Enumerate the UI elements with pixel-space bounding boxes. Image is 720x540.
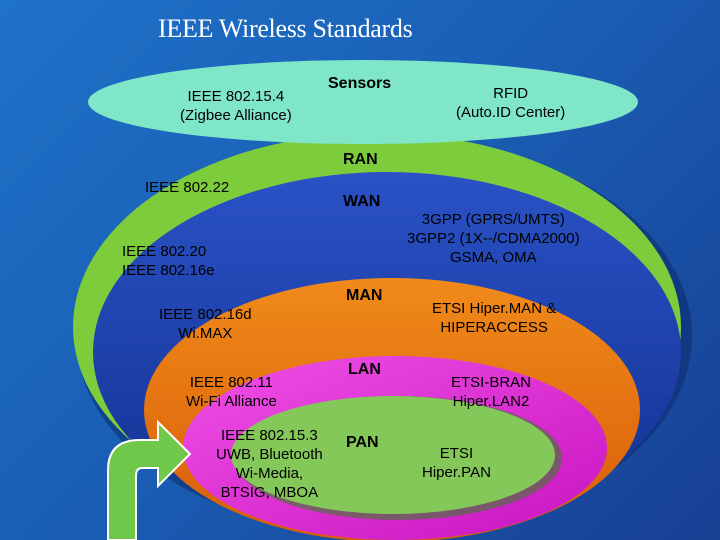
man-right-line: HIPERACCESS xyxy=(440,319,548,336)
lan-left-standards: IEEE 802.11 Wi-Fi Alliance xyxy=(186,373,277,411)
pan-right-line: ETSI xyxy=(439,445,474,462)
man-heading: MAN xyxy=(346,287,383,304)
sensors-ellipse xyxy=(88,60,638,144)
sensors-heading: Sensors xyxy=(328,75,392,92)
curved-arrow-icon xyxy=(107,419,192,540)
pan-ellipse xyxy=(231,396,555,514)
man-left-line: Wi.MAX xyxy=(178,325,233,342)
lan-left-line: Wi-Fi Alliance xyxy=(186,393,277,410)
lan-heading: LAN xyxy=(348,361,381,378)
wan-right-line: 3GPP (GPRS/UMTS) xyxy=(421,211,565,228)
wan-left-line: IEEE 802.20 xyxy=(122,243,207,260)
wan-right-line: 3GPP2 (1X--/CDMA2000) xyxy=(407,230,580,247)
pan-left-standards: IEEE 802.15.3 UWB, Bluetooth Wi-Media, B… xyxy=(216,426,323,502)
wan-right-line: GSMA, OMA xyxy=(449,249,537,266)
wan-right-standards: 3GPP (GPRS/UMTS) 3GPP2 (1X--/CDMA2000) G… xyxy=(407,210,580,267)
sensors-left-line: (Zigbee Alliance) xyxy=(180,107,292,124)
pan-left-line: BTSIG, MBOA xyxy=(220,484,319,501)
pan-left-line: IEEE 802.15.3 xyxy=(220,427,318,444)
pan-right-standards: ETSI Hiper.PAN xyxy=(422,444,491,482)
ran-left-line: IEEE 802.22 xyxy=(145,179,230,196)
pan-left-line: Wi-Media, xyxy=(235,465,304,482)
wan-heading: WAN xyxy=(343,193,381,210)
man-right-standards: ETSI Hiper.MAN & HIPERACCESS xyxy=(432,299,556,337)
sensors-right-line: RFID xyxy=(493,85,529,102)
man-left-line: IEEE 802.16d xyxy=(159,306,252,323)
wan-left-standards: IEEE 802.20 IEEE 802.16e xyxy=(122,242,215,280)
lan-right-standards: ETSI-BRAN Hiper.LAN2 xyxy=(451,373,531,411)
pan-left-line: UWB, Bluetooth xyxy=(216,446,323,463)
pan-heading: PAN xyxy=(346,434,379,451)
sensors-left-line: IEEE 802.15.4 xyxy=(187,88,285,105)
man-left-standards: IEEE 802.16d Wi.MAX xyxy=(159,305,252,343)
sensors-left-standards: IEEE 802.15.4 (Zigbee Alliance) xyxy=(180,87,292,125)
sensors-right-line: (Auto.ID Center) xyxy=(456,104,566,121)
lan-right-line: Hiper.LAN2 xyxy=(452,393,530,410)
lan-left-line: IEEE 802.11 xyxy=(189,374,273,391)
ran-left-standards: IEEE 802.22 xyxy=(145,178,229,197)
sensors-right-standards: RFID (Auto.ID Center) xyxy=(456,84,565,122)
wan-left-line: IEEE 802.16e xyxy=(122,262,215,279)
pan-right-line: Hiper.PAN xyxy=(422,464,491,481)
man-right-line: ETSI Hiper.MAN & xyxy=(432,300,557,317)
ran-heading: RAN xyxy=(343,151,378,168)
lan-right-line: ETSI-BRAN xyxy=(451,374,532,391)
slide-title: IEEE Wireless Standards xyxy=(158,14,413,43)
